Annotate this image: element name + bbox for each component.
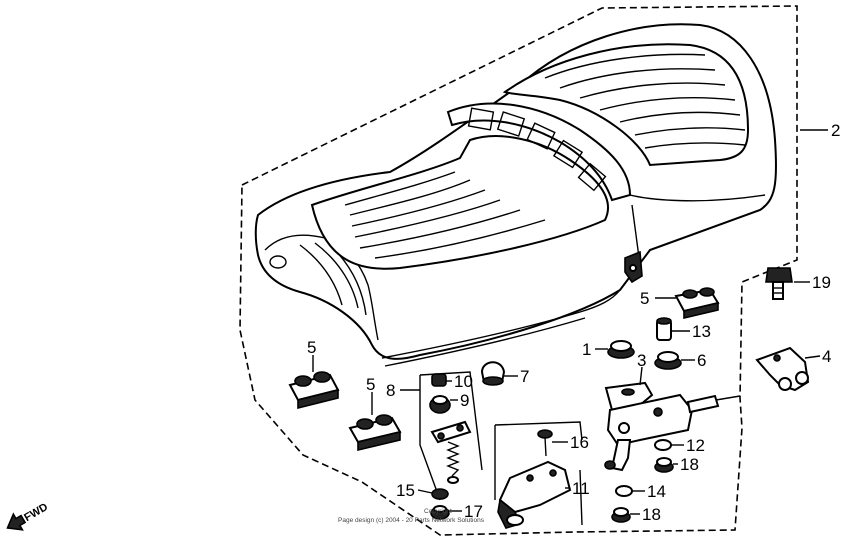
callout-17: 17 bbox=[464, 502, 483, 521]
callout-4: 4 bbox=[822, 347, 831, 366]
callout-11: 11 bbox=[572, 479, 590, 498]
part-12-washer bbox=[654, 439, 672, 451]
damper-block-side bbox=[297, 388, 339, 410]
front-pleat-3 bbox=[351, 189, 486, 227]
leader-lines bbox=[312, 129, 828, 515]
callout-7: 7 bbox=[520, 367, 529, 386]
callout-14: 14 bbox=[647, 482, 666, 501]
rear-pleat-5 bbox=[619, 111, 741, 123]
rear-pleat-7 bbox=[644, 142, 746, 149]
lock-cable bbox=[715, 395, 741, 401]
seat-skirt bbox=[381, 289, 621, 359]
grommet-top bbox=[657, 351, 679, 363]
part-4-bracket bbox=[755, 346, 810, 392]
part-9-rubber bbox=[429, 395, 451, 414]
fwd-label: FWD bbox=[22, 501, 50, 524]
callout-18: 18 bbox=[642, 505, 661, 524]
assembly-boundary bbox=[239, 5, 798, 536]
part-18-nut-upper bbox=[654, 457, 674, 473]
strap-window-4 bbox=[552, 139, 584, 169]
grommet-top bbox=[610, 340, 632, 352]
front-pleat-6 bbox=[374, 219, 546, 259]
seat-latch-hole bbox=[629, 264, 637, 272]
seat-strap bbox=[446, 102, 632, 202]
part-1-grommet bbox=[607, 340, 635, 359]
seat-assembly bbox=[254, 23, 778, 367]
part-5-damper-right bbox=[674, 287, 720, 320]
callout-6: 6 bbox=[697, 351, 706, 370]
lock-body bbox=[606, 393, 694, 447]
part-15-washer bbox=[431, 488, 449, 500]
callout-numbers: 2 19 5 13 1 3 6 4 5 5 8 10 9 7 16 12 18 … bbox=[307, 121, 840, 524]
spring bbox=[446, 441, 460, 477]
callout-2: 2 bbox=[831, 121, 840, 140]
rear-pleat-3 bbox=[579, 82, 726, 99]
callout-9: 9 bbox=[460, 391, 469, 410]
rear-pleat-4 bbox=[599, 97, 736, 111]
seat-skirt-lower bbox=[384, 317, 586, 367]
front-cushion bbox=[310, 135, 610, 270]
strap-window-3 bbox=[526, 122, 556, 150]
part-13-collar bbox=[656, 317, 672, 341]
callout-15: 15 bbox=[396, 481, 415, 500]
rear-pleat-1 bbox=[544, 53, 706, 79]
seat-front-rib-1 bbox=[299, 244, 343, 306]
damper-block-side bbox=[683, 301, 719, 320]
callout-13: 13 bbox=[692, 322, 711, 341]
fwd-arrow-icon bbox=[6, 512, 27, 531]
part-6-grommet bbox=[654, 351, 682, 370]
callout-1: 1 bbox=[582, 340, 591, 359]
lock-shaft bbox=[686, 394, 720, 414]
part-17-nut bbox=[430, 505, 450, 520]
callout-5: 5 bbox=[307, 338, 316, 357]
callout-18: 18 bbox=[680, 455, 699, 474]
strap-window-2 bbox=[496, 111, 526, 137]
front-pleat-5 bbox=[359, 209, 521, 249]
front-pleat-1 bbox=[344, 171, 456, 206]
seat-front-rib-2 bbox=[314, 242, 359, 309]
callout-5: 5 bbox=[640, 289, 649, 308]
part-5-damper-left-upper bbox=[288, 371, 340, 410]
rear-pleat-2 bbox=[559, 68, 716, 89]
rear-pleat-6 bbox=[634, 127, 746, 136]
front-pleat-2 bbox=[349, 179, 471, 216]
callout-8: 8 bbox=[386, 381, 395, 400]
part-11-group-line bbox=[494, 421, 583, 526]
strap-window-5 bbox=[577, 162, 607, 192]
part-7-bumper bbox=[480, 361, 506, 386]
callout-3: 3 bbox=[637, 351, 646, 370]
copyright-line-2: Page design (c) 2004 - 20 Parts Network … bbox=[338, 517, 485, 524]
callout-5: 5 bbox=[366, 375, 375, 394]
callout-12: 12 bbox=[686, 436, 705, 455]
strap-window-1 bbox=[467, 107, 495, 131]
part-11-hinge bbox=[497, 460, 572, 529]
part-19-bolt bbox=[765, 267, 793, 300]
damper-block-side bbox=[357, 430, 401, 452]
callout-10: 10 bbox=[454, 372, 473, 391]
copyright-notice: Copyright Page design (c) 2004 - 20 Part… bbox=[338, 508, 485, 524]
callout-19: 19 bbox=[812, 273, 831, 292]
seat-front-hole bbox=[269, 255, 287, 269]
part-18-nut-lower bbox=[611, 507, 631, 523]
part-16-screw bbox=[537, 429, 553, 457]
part-8-stay-plate bbox=[430, 420, 472, 484]
seat-side-line bbox=[629, 194, 766, 202]
fwd-arrow: FWD bbox=[6, 501, 50, 531]
front-pleat-4 bbox=[354, 199, 501, 238]
part-10-cap bbox=[431, 373, 447, 387]
copyright-line-1: Copyright bbox=[424, 508, 452, 515]
part-5-damper-left-lower bbox=[348, 414, 402, 452]
part-14-washer bbox=[615, 485, 633, 497]
bolt-head bbox=[765, 267, 793, 283]
part-3-seat-lock bbox=[604, 381, 741, 472]
callout-16: 16 bbox=[570, 433, 589, 452]
bolt-shank bbox=[772, 281, 784, 300]
